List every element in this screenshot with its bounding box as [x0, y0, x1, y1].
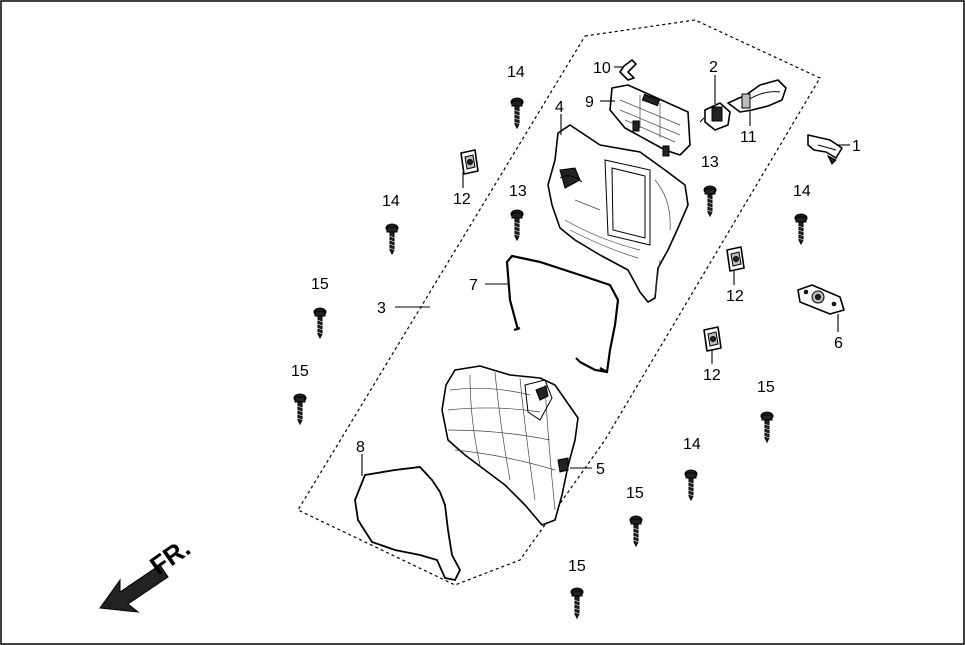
- plate-part-6: [797, 284, 845, 315]
- callout-11: 11: [740, 129, 757, 146]
- callout-14-c: 14: [793, 183, 811, 200]
- callout-5: 5: [596, 461, 605, 478]
- callout-12-b: 12: [726, 288, 744, 305]
- lid-panel-part-9: [609, 84, 691, 157]
- clip-part-12-a: [460, 149, 479, 175]
- callout-12-a: 12: [453, 191, 471, 208]
- callout-14-d: 14: [683, 436, 701, 453]
- callout-9: 9: [585, 94, 594, 111]
- callout-4: 4: [555, 99, 564, 116]
- callout-2: 2: [709, 59, 718, 76]
- clip-part-12-b: [726, 246, 745, 272]
- callout-labels: 1 2 3 4 5 6 7 8 9 10 11 12 12 12 13 13 1…: [291, 59, 861, 575]
- callout-15-e: 15: [568, 558, 586, 575]
- callout-15-c: 15: [757, 379, 775, 396]
- bracket-part-1: [807, 134, 843, 165]
- callout-8: 8: [356, 439, 365, 456]
- latch-part-2: [699, 102, 731, 131]
- callout-15-a: 15: [311, 276, 329, 293]
- callout-1: 1: [852, 138, 861, 155]
- callout-10: 10: [593, 60, 611, 77]
- clip-part-12-c: [703, 326, 722, 352]
- callout-13-b: 13: [701, 154, 719, 171]
- callout-3: 3: [377, 300, 386, 317]
- spring-clip-part-10: [619, 59, 637, 81]
- callout-15-d: 15: [626, 485, 644, 502]
- callout-15-b: 15: [291, 363, 309, 380]
- leader-lines: [361, 66, 850, 476]
- callout-13-a: 13: [509, 183, 527, 200]
- front-arrow-icon: [99, 564, 169, 613]
- callout-14-b: 14: [382, 193, 400, 210]
- inner-box-part-4: [547, 124, 689, 303]
- outer-box-part-5: [441, 365, 579, 526]
- callout-12-c: 12: [703, 367, 721, 384]
- callout-14-a: 14: [507, 64, 525, 81]
- gasket-part-8: [354, 466, 462, 582]
- wire-seal-part-7: [505, 254, 620, 374]
- strap-part-11: [727, 79, 787, 113]
- callout-7: 7: [469, 277, 478, 294]
- assembly-group-outline: [297, 19, 821, 586]
- callout-6: 6: [834, 335, 843, 352]
